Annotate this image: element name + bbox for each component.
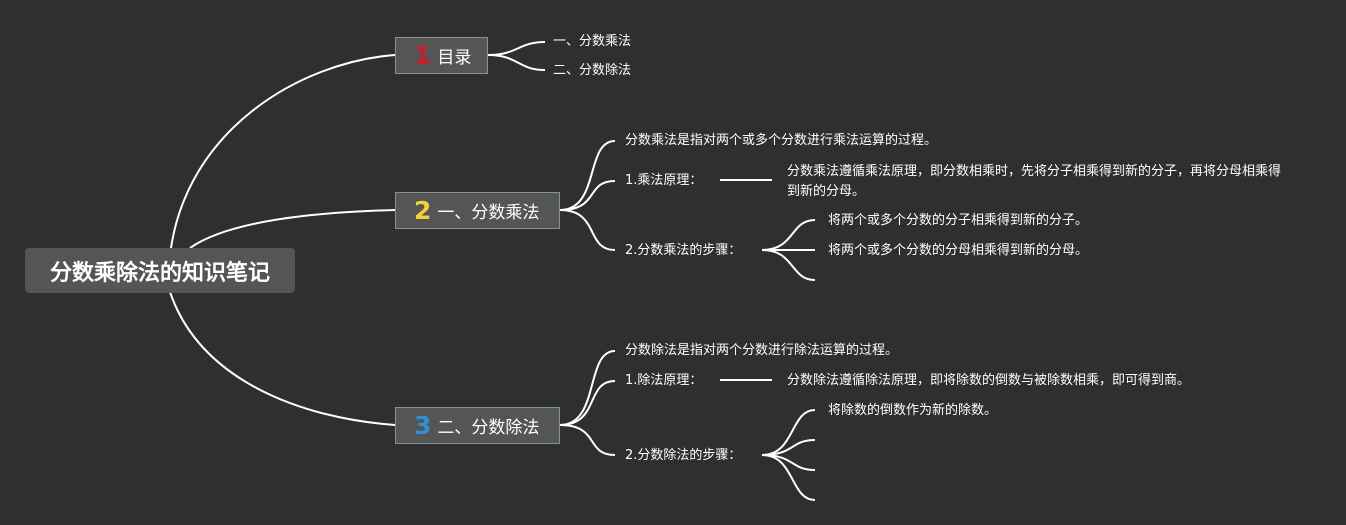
branch-toc[interactable]: 1 目录 (395, 37, 488, 74)
connector-b3-principle (559, 380, 616, 426)
multiplication-definition[interactable]: 分数乘法是指对两个或多个分数进行乘法运算的过程。 (625, 133, 938, 148)
division-principle-label[interactable]: 1.除法原理： (625, 373, 703, 388)
root-title: 分数乘除法的知识笔记 (49, 260, 270, 286)
connector-b3-steps (559, 424, 616, 456)
connector-toc-2 (487, 54, 546, 71)
number-1-icon: 1 (414, 41, 432, 70)
multiplication-steps-label[interactable]: 2.分数乘法的步骤： (625, 243, 742, 258)
toc-item[interactable]: 二、分数除法 (553, 63, 632, 78)
branch-division[interactable]: 3 二、分数除法 (395, 407, 560, 444)
connector-root-branch3 (169, 291, 396, 426)
branch-multiplication[interactable]: 2 一、分数乘法 (395, 192, 560, 229)
number-3-icon: 3 (414, 411, 432, 440)
division-step[interactable]: 将除数的倒数作为新的除数。 (828, 403, 998, 418)
multiplication-principle-label[interactable]: 1.乘法原理： (625, 173, 703, 188)
connector-toc-1 (487, 41, 546, 56)
connector-b2-principle (559, 180, 616, 211)
connector-b2-def (559, 140, 616, 211)
connector-root-branch1 (169, 54, 396, 256)
connector-b2-steps (559, 209, 616, 251)
branch-division-label: 二、分数除法 (437, 418, 540, 438)
root-node[interactable]: 分数乘除法的知识笔记 (25, 248, 295, 293)
branch-toc-label: 目录 (437, 48, 472, 68)
division-definition[interactable]: 分数除法是指对两个分数进行除法运算的过程。 (625, 343, 899, 358)
connector-b3-def (559, 350, 616, 426)
multiplication-principle-text[interactable]: 分数乘法遵循乘法原理，即分数相乘时，先将分子相乘得到新的分子，再将分母相乘得到新… (787, 164, 1282, 199)
number-2-icon: 2 (414, 196, 432, 225)
multiplication-step[interactable]: 将两个或多个分数的分子相乘得到新的分子。 (828, 213, 1089, 228)
division-principle-text[interactable]: 分数除法遵循除法原理，即将除数的倒数与被除数相乘，即可得到商。 (787, 373, 1191, 388)
division-steps-label[interactable]: 2.分数除法的步骤： (625, 448, 742, 463)
multiplication-step[interactable]: 将两个或多个分数的分母相乘得到新的分母。 (828, 243, 1089, 258)
toc-item[interactable]: 一、分数乘法 (553, 34, 632, 49)
branch-multiplication-label: 一、分数乘法 (437, 203, 540, 223)
connector-root-branch2 (189, 209, 396, 249)
